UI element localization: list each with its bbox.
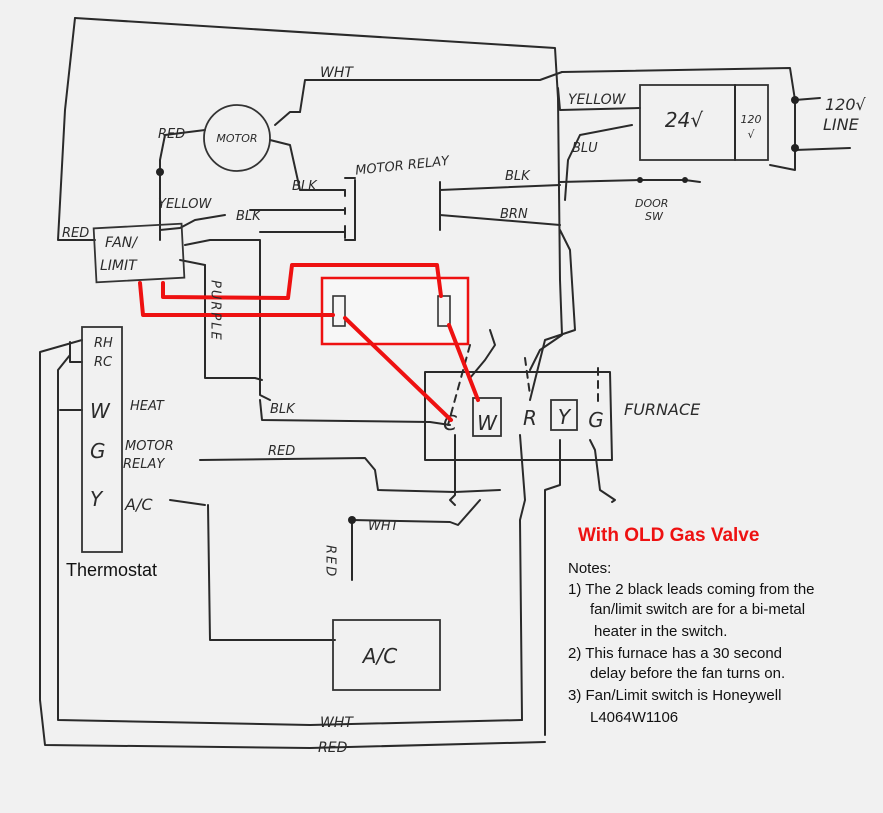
motor-relay [344, 177, 441, 241]
thermostat-function-relay: RELAY [123, 457, 165, 472]
thermostat-function-heat: HEAT [130, 399, 165, 414]
thermostat [81, 326, 123, 553]
junction-dots [156, 96, 799, 524]
furnace-label: FURNACE [624, 400, 701, 419]
furnace-terminal-y: Y [558, 405, 572, 429]
motor: MOTOR [203, 104, 271, 172]
diagram-title: With OLD Gas Valve [578, 525, 759, 546]
junction-dot [791, 144, 799, 152]
note-3: 3) Fan/Limit switch is Honeywell [568, 687, 781, 704]
note-2: 2) This furnace has a 30 second [568, 645, 782, 662]
thermostat-function-motor: MOTOR [125, 439, 174, 454]
note-1: 1) The 2 black leads coming from the [568, 581, 815, 598]
wire-label-blk: BLK [236, 209, 262, 224]
door-switch-contact [682, 177, 688, 183]
note-1: heater in the switch. [594, 623, 727, 640]
transformer-24v-label: 24√ [665, 108, 703, 132]
wire-label-brn: BRN [500, 207, 528, 222]
wire-label-red: RED [158, 127, 185, 142]
ac-unit-label: A/C [361, 644, 397, 668]
junction-dot [156, 168, 164, 176]
note-2: delay before the fan turns on. [590, 665, 785, 682]
transformer: 24√ 120 √ [639, 84, 769, 161]
wire-label-wht: WHT [320, 715, 354, 731]
wire-label-red: RED [268, 444, 295, 459]
furnace-terminal-g: G [588, 408, 604, 432]
heater-terminal-left [332, 295, 346, 327]
red-highlight-wiring [138, 263, 480, 422]
wire-label-yellow: YELLOW [568, 92, 627, 108]
door-switch-label: DOOR [635, 197, 668, 210]
line-120v-label: 120√ [825, 95, 867, 114]
motor-label: MOTOR [216, 132, 257, 145]
wire-label-yellow: YELLOW [158, 197, 212, 212]
wire-label-purple: PURPLE [208, 280, 223, 342]
note-3: L4064W1106 [590, 709, 678, 726]
motor-relay-label: MOTOR RELAY [355, 154, 451, 179]
thermostat-labels: RH RC W G Y HEAT MOTOR RELAY A/C Thermos… [66, 336, 174, 580]
line-label: LINE [823, 115, 860, 134]
wire-label-blu: BLU [572, 141, 598, 156]
junction-dot [791, 96, 799, 104]
furnace-terminal-r: R [523, 406, 537, 430]
transformer-120v-label: √ [747, 128, 755, 141]
wire-label-blk: BLK [292, 179, 318, 194]
thermostat-terminal-g: G [90, 439, 106, 463]
thermostat-terminal-y: Y [90, 487, 104, 511]
door-switch-contact [637, 177, 643, 183]
wire-label-blk: BLK [270, 402, 296, 417]
door-switch-label: SW [645, 210, 664, 223]
wire-label-wht: WHT [320, 65, 354, 81]
transformer-120v-label: 120 [741, 113, 762, 126]
notes-panel: With OLD Gas Valve Notes: 1) The 2 black… [568, 525, 815, 726]
thermostat-terminal-rh: RH [94, 336, 113, 351]
wire-label-red: RED [318, 740, 348, 756]
thermostat-label: Thermostat [66, 560, 157, 580]
fan-limit-switch: FAN/ LIMIT [92, 222, 186, 284]
fan-limit-label: FAN/ [105, 235, 138, 251]
wire-label-blk: BLK [505, 169, 531, 184]
wire-label-red: RED [323, 545, 338, 578]
note-1: fan/limit switch are for a bi-metal [590, 601, 805, 618]
thermostat-terminal-rc: RC [94, 355, 113, 370]
heater-terminal-right [437, 295, 451, 327]
notes-heading: Notes: [568, 560, 611, 577]
junction-dot [348, 516, 356, 524]
black-wiring [39, 17, 851, 749]
furnace-terminal-w: W [477, 411, 498, 435]
furnace-terminal-block: C W R Y G [443, 397, 604, 437]
fan-limit-label: LIMIT [100, 258, 138, 274]
terminal-y-box [550, 399, 578, 431]
wire-label-red: RED [62, 226, 89, 241]
wire-label-wht: WHT [368, 519, 400, 534]
ac-unit: A/C [332, 619, 441, 691]
thermostat-terminal-w: W [90, 399, 111, 423]
terminal-w-box [472, 397, 502, 437]
thermostat-function-ac: A/C [124, 495, 153, 514]
